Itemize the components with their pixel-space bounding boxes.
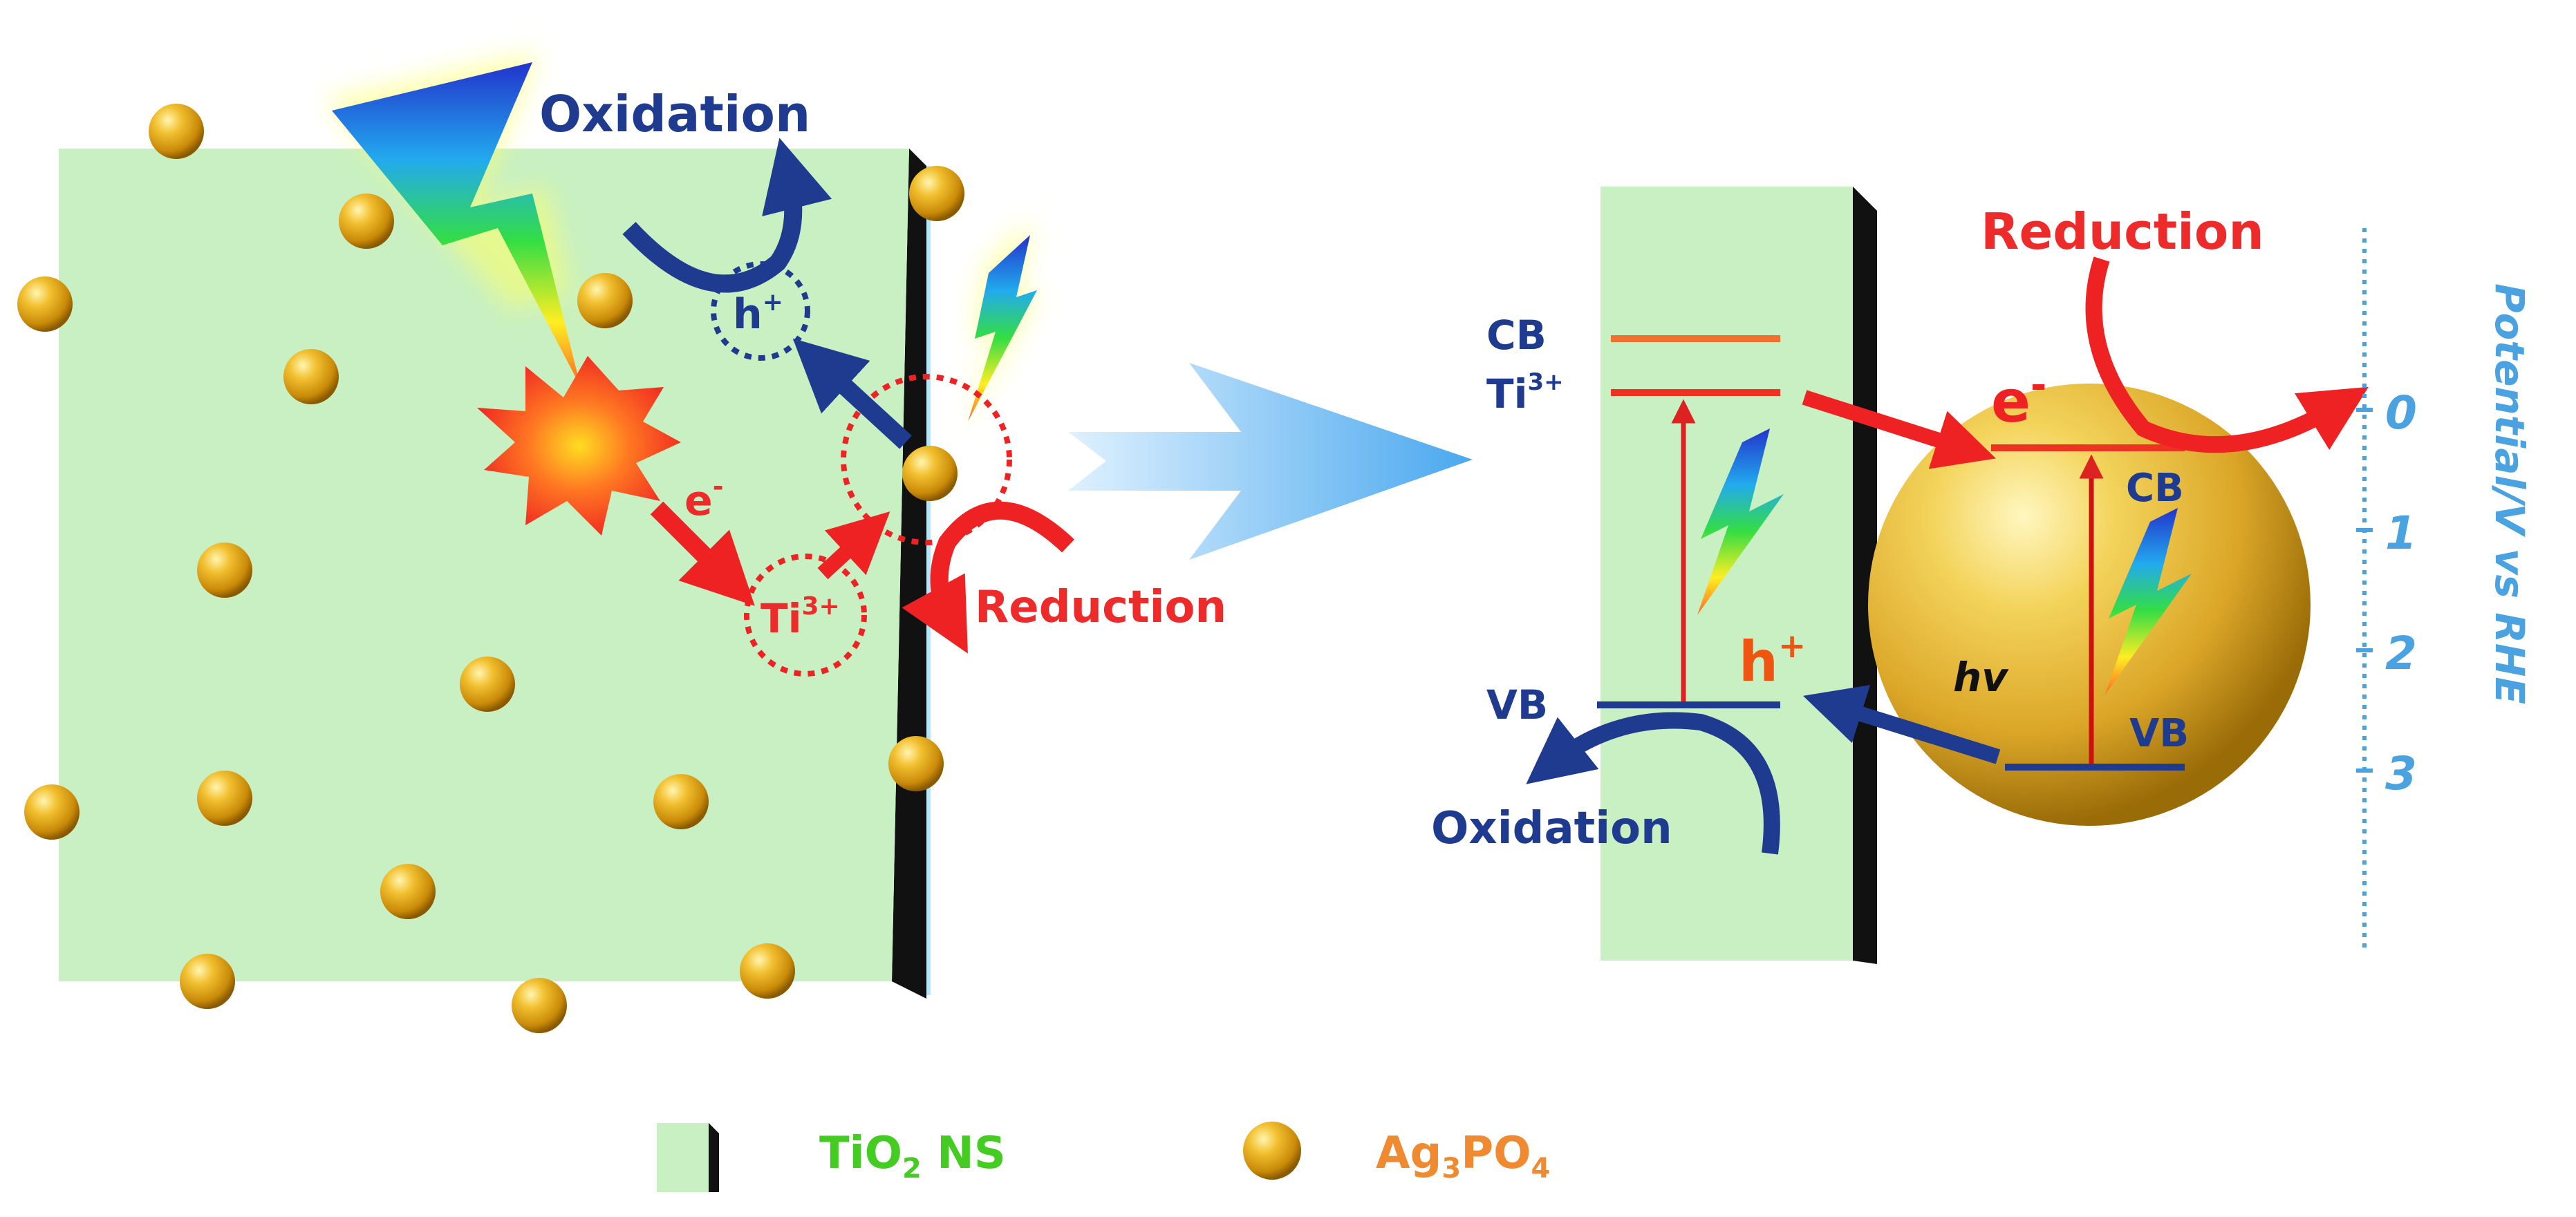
light-bolt-icon-right-a <box>1697 428 1784 615</box>
hole-label-left: h+ <box>733 288 783 339</box>
cb-label-left: CB <box>1486 312 1547 359</box>
vb-label-right: VB <box>2129 711 2189 756</box>
transition-arrow <box>1068 363 1473 560</box>
hole-transfer-arrow-right <box>1803 685 2001 764</box>
hole-label-right: h+ <box>1739 627 1806 694</box>
reduction-label-right: Reduction <box>1981 202 2264 261</box>
vb-label-left: VB <box>1486 681 1548 728</box>
legend-ag3po4-label: Ag3PO4 <box>1376 1128 1550 1185</box>
legend-tio2-label: TiO2 NS <box>819 1128 1006 1185</box>
reduction-label-left: Reduction <box>975 582 1226 633</box>
oxidation-curved-arrow-right <box>1526 712 1780 855</box>
oxidation-label-left: Oxidation <box>539 85 810 143</box>
oxidation-label-right: Oxidation <box>1431 803 1672 854</box>
axis-tick-label-2: 2 <box>2385 627 2417 680</box>
ti3-circle <box>744 554 867 677</box>
axis-tick-label-3: 3 <box>2385 747 2417 800</box>
hole-circle <box>711 261 810 361</box>
left-panel: Oxidation Reduction h+ e- Ti3+ <box>17 52 1226 1033</box>
electron-label-left: e- <box>684 471 723 525</box>
oxidation-curved-arrow <box>622 138 832 293</box>
hv-label: hv <box>1953 654 2009 701</box>
right-panel: CB Ti3+ VB h+ e- Reduction Oxidation CB … <box>1431 187 2533 964</box>
interface-circle <box>841 374 1012 545</box>
tio2-slab-side-right <box>1853 187 1877 964</box>
ti3-to-particle-arrow <box>817 511 890 580</box>
legend: TiO2 NS Ag3PO4 <box>657 1122 1550 1192</box>
electron-transfer-arrow <box>650 501 755 606</box>
legend-tio2-icon <box>657 1123 719 1192</box>
electron-transfer-arrow-right <box>1802 390 1996 469</box>
legend-ag3po4-icon <box>1243 1122 1301 1180</box>
cb-label-right: CB <box>2126 466 2184 511</box>
ti3-label-right: Ti3+ <box>1486 368 1564 417</box>
ag3po4-particles-left <box>17 104 964 1033</box>
hole-transfer-arrow <box>792 338 912 449</box>
light-bolt-icon-right-b <box>2105 508 2192 695</box>
ti3-label-left: Ti3+ <box>760 592 840 642</box>
excitation-burst-icon <box>477 356 681 536</box>
axis-tick-label-1: 1 <box>2385 507 2417 560</box>
light-bolt-icon <box>325 52 595 387</box>
small-light-bolt-icon <box>964 221 1040 428</box>
axis-label: Potential/V vs RHE <box>2486 283 2533 704</box>
axis-tick-label-0: 0 <box>2385 386 2417 440</box>
reduction-curved-arrow-right <box>2085 256 2369 453</box>
electron-label-right: e- <box>1991 363 2046 435</box>
tio2-slab-face <box>59 149 909 981</box>
reduction-curved-arrow-left <box>902 501 1074 654</box>
